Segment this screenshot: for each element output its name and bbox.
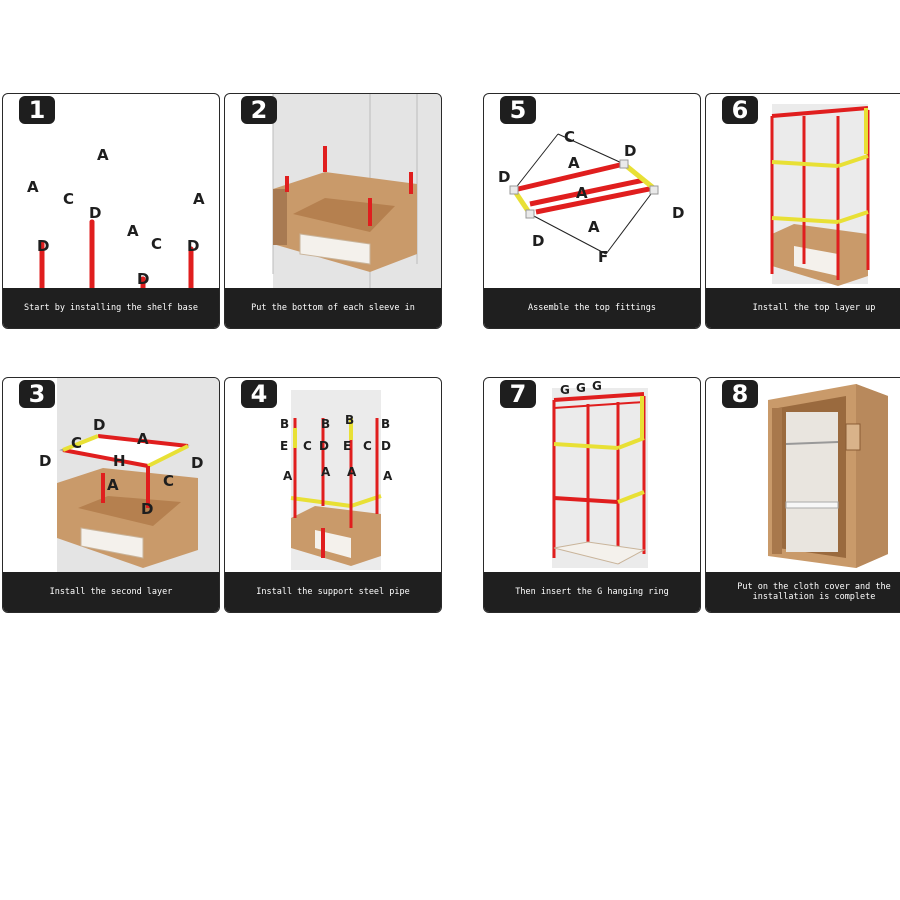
part-label: A	[137, 430, 149, 448]
part-label: D	[319, 439, 329, 453]
part-label: A	[383, 469, 393, 483]
step-1-labels: A A A A C C D D D D	[27, 146, 205, 288]
caption-bar: Install the support steel pipe	[225, 572, 441, 612]
part-label: C	[63, 190, 74, 208]
step-caption: Then insert the G hanging ring	[515, 587, 669, 597]
step-7-illustration	[552, 388, 648, 568]
part-label: C	[163, 472, 174, 490]
caption-bar: Then insert the G hanging ring	[484, 572, 700, 612]
part-label: G	[592, 379, 602, 393]
part-label: D	[191, 454, 203, 472]
part-label: D	[498, 168, 510, 186]
caption-bar: Put on the cloth cover and the installat…	[706, 572, 900, 612]
step-number-badge: 8	[722, 380, 758, 408]
part-label: D	[532, 232, 544, 250]
part-label: D	[89, 204, 101, 222]
caption-bar: Put the bottom of each sleeve in	[225, 288, 441, 328]
part-label: A	[283, 469, 293, 483]
part-label: G	[560, 383, 570, 397]
part-label: D	[137, 270, 149, 288]
part-label: F	[598, 248, 608, 266]
step-5-labels: C D A D A D A D F	[498, 128, 684, 266]
step-panel-5: 5 C D A D A D A D F Assemble the top fit…	[483, 93, 701, 329]
part-label: B	[321, 417, 330, 431]
part-label: C	[303, 439, 312, 453]
step-number-badge: 4	[241, 380, 277, 408]
part-label: D	[672, 204, 684, 222]
part-label: A	[127, 222, 139, 240]
caption-bar: Install the second layer	[3, 572, 219, 612]
step-8-illustration	[768, 384, 888, 568]
step-caption: Install the top layer up	[752, 303, 876, 313]
part-label: A	[568, 154, 580, 172]
part-label: D	[141, 500, 153, 518]
step-number-badge: 7	[500, 380, 536, 408]
part-label: B	[381, 417, 390, 431]
step-caption: Install the support steel pipe	[256, 587, 410, 597]
step-number-badge: 2	[241, 96, 277, 124]
part-label: A	[193, 190, 205, 208]
part-label: H	[113, 452, 126, 470]
step-number-badge: 1	[19, 96, 55, 124]
step-5-illustration	[509, 133, 659, 255]
caption-bar: Install the top layer up	[706, 288, 900, 328]
part-label: B	[280, 417, 289, 431]
step-panel-2: 2 Put the bottom of each sleeve in	[224, 93, 442, 329]
part-label: A	[347, 465, 357, 479]
part-label: D	[624, 142, 636, 160]
part-label: E	[343, 439, 351, 453]
part-label: A	[588, 218, 600, 236]
step-panel-7: 7 G G G Then insert the G hanging ring	[483, 377, 701, 613]
part-label: D	[187, 237, 199, 255]
step-7-labels: G G G	[560, 379, 602, 397]
part-label: A	[27, 178, 39, 196]
part-label: D	[381, 439, 391, 453]
step-number-badge: 5	[500, 96, 536, 124]
part-label: A	[97, 146, 109, 164]
step-4-labels: B B B B E C D E C D A A A A	[280, 413, 393, 483]
part-label: B	[345, 413, 354, 427]
part-label: D	[37, 237, 49, 255]
step-number-badge: 3	[19, 380, 55, 408]
part-label: D	[39, 452, 51, 470]
step-panel-3: 3 D C A D H D A C D Install the second l…	[2, 377, 220, 613]
step-panel-1: 1 A A A A C C D D D D Start by installin…	[2, 93, 220, 329]
step-caption: Assemble the top fittings	[528, 303, 656, 313]
caption-bar: Start by installing the shelf base	[3, 288, 219, 328]
step-caption: Install the second layer	[49, 587, 173, 597]
part-label: G	[576, 381, 586, 395]
part-label: D	[93, 416, 105, 434]
step-caption: Put on the cloth cover and the installat…	[737, 582, 891, 602]
caption-bar: Assemble the top fittings	[484, 288, 700, 328]
part-label: C	[363, 439, 372, 453]
step-4-illustration	[290, 390, 382, 570]
step-panel-8: 8 Put on the cloth cover and the install…	[705, 377, 900, 613]
part-label: C	[564, 128, 575, 146]
step-panel-4: 4 B B B B E C D E C D A A A A Install th…	[224, 377, 442, 613]
part-label: C	[71, 434, 82, 452]
step-6-illustration	[770, 104, 870, 286]
step-panel-6: 6 Install the top layer up	[705, 93, 900, 329]
part-label: A	[107, 476, 119, 494]
step-2-illustration	[272, 94, 441, 290]
step-caption: Start by installing the shelf base	[24, 303, 198, 313]
part-label: A	[321, 465, 331, 479]
part-label: A	[576, 184, 588, 202]
part-label: C	[151, 235, 162, 253]
step-3-illustration	[57, 378, 219, 574]
part-label: E	[280, 439, 288, 453]
step-caption: Put the bottom of each sleeve in	[251, 303, 415, 313]
step-number-badge: 6	[722, 96, 758, 124]
step-3-labels: D C A D H D A C D	[39, 416, 203, 518]
